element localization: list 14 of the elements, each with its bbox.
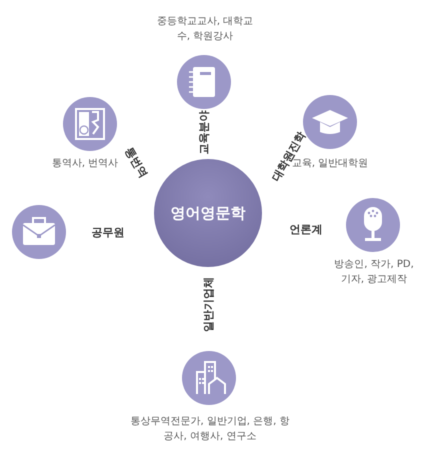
- node-label: 중등학교교사, 대학교수, 학원강사: [156, 15, 254, 44]
- icon-circle: [12, 205, 66, 259]
- node-label: 통상무역전문가, 일반기업, 은행, 항공사, 여행사, 연구소: [129, 415, 291, 444]
- icon-circle: [63, 97, 117, 151]
- node-label: 통역사, 번역사: [50, 157, 120, 171]
- node-label: 방송인, 작가, PD, 기자, 광고제작: [333, 258, 415, 287]
- spoke-label: 일반기업체: [200, 276, 216, 332]
- center-circle: 영어영문학: [154, 159, 262, 267]
- spoke-label: 교육분야: [196, 110, 212, 154]
- icon-circle: [346, 198, 400, 252]
- icon-circle: [177, 55, 231, 109]
- icon-circle: [182, 351, 236, 405]
- spoke-label: 언론계: [290, 222, 322, 236]
- spoke-label: 공무원: [92, 224, 124, 240]
